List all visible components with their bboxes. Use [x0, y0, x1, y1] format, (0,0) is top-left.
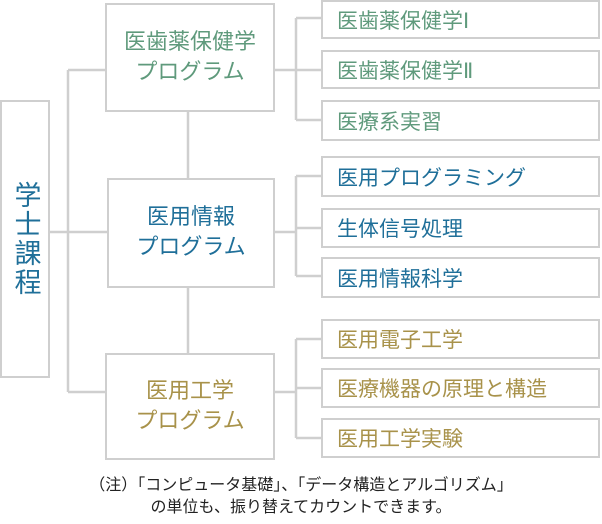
course-box: 医療機器の原理と構造 — [321, 368, 600, 408]
program-box-medical-dental-pharma: 医歯薬保健学 プログラム — [105, 3, 275, 112]
course-label: 生体信号処理 — [337, 217, 463, 241]
program-title: 医用情報 — [146, 205, 235, 230]
course-box: 生体信号処理 — [321, 208, 600, 248]
program-subtitle: プログラム — [136, 235, 246, 260]
course-box: 医歯薬保健学Ⅰ — [321, 0, 600, 39]
course-label: 医用電子工学 — [337, 328, 463, 352]
root-label-wrap: 学士課程 — [0, 100, 50, 378]
course-label: 医療機器の原理と構造 — [337, 377, 547, 401]
course-label: 医用プログラミング — [337, 165, 526, 190]
course-label: 医療系実習 — [337, 109, 442, 134]
course-label: 医歯薬保健学Ⅰ — [337, 8, 470, 33]
course-label: 医用情報科学 — [337, 266, 463, 291]
course-label: 医用工学実験 — [337, 427, 463, 451]
program-title: 医用工学 — [145, 378, 234, 404]
course-box: 医用電子工学 — [321, 319, 600, 359]
footnote-line-1: （注）「コンピュータ基礎」、「データ構造とアルゴリズム」 — [89, 475, 513, 494]
program-title: 医歯薬保健学 — [123, 29, 256, 55]
course-box: 医用情報科学 — [321, 257, 600, 298]
course-box: 医歯薬保健学Ⅱ — [321, 50, 600, 89]
program-subtitle: プログラム — [135, 408, 245, 434]
course-label: 医歯薬保健学Ⅱ — [337, 58, 474, 83]
program-box-medical-informatics: 医用情報 プログラム — [107, 178, 275, 288]
root-label: 学士課程 — [9, 181, 41, 297]
footnote-line-2: の単位も、振り替えてカウントできます。 — [150, 497, 452, 516]
program-subtitle: プログラム — [135, 59, 245, 85]
course-box: 医用プログラミング — [321, 156, 600, 197]
course-box: 医用工学実験 — [321, 418, 600, 458]
root-box — [0, 100, 50, 378]
course-box: 医療系実習 — [321, 100, 600, 141]
program-box-medical-engineering: 医用工学 プログラム — [105, 353, 275, 460]
